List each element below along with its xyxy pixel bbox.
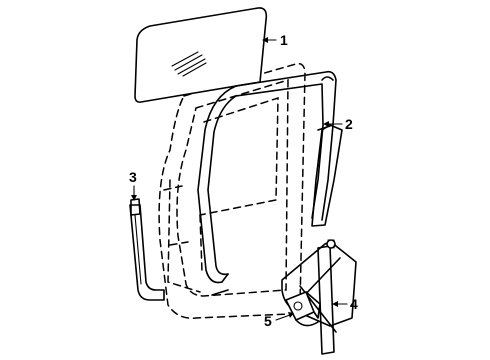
callout-5: 5 — [264, 313, 272, 329]
callout-leaders — [131, 37, 348, 321]
part-5-regulator-motor — [285, 291, 321, 327]
glass-reflection-hatch — [171, 51, 207, 77]
part-2-run-channel — [197, 70, 343, 296]
callout-3: 3 — [129, 169, 137, 185]
door-shell-outline — [158, 62, 306, 319]
callout-1: 1 — [280, 32, 288, 48]
callout-2: 2 — [345, 116, 353, 132]
part-1-door-glass — [134, 7, 268, 103]
part-3-rear-channel — [129, 198, 165, 301]
callout-4: 4 — [350, 296, 358, 312]
